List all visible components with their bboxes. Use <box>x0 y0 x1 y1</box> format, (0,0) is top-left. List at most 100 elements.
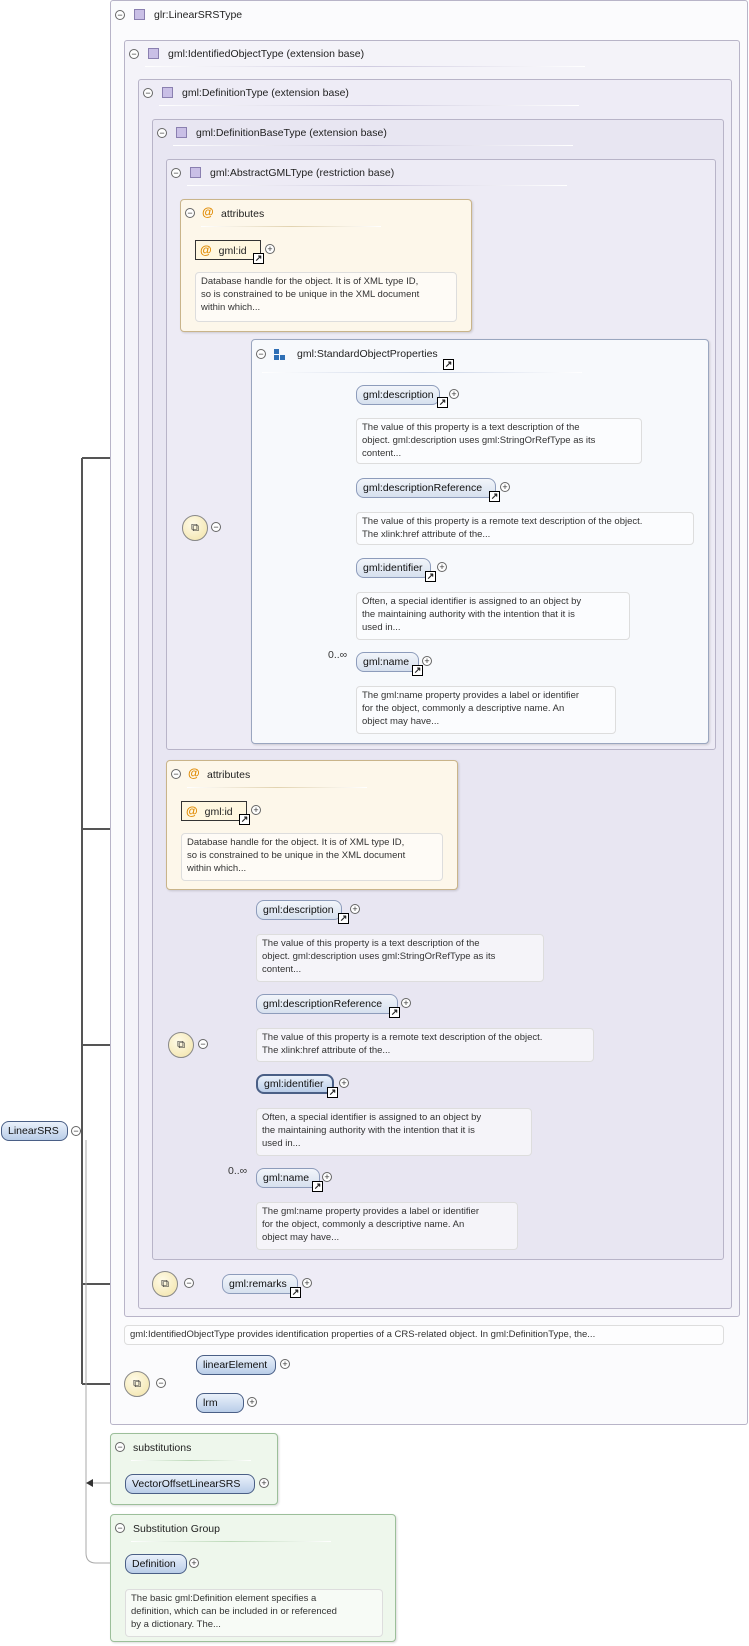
gml-id-label: gml:id <box>218 245 247 257</box>
description-element[interactable]: gml:description <box>356 385 440 405</box>
attributes-box: − @ attributes @ gml:id ↗ + Database han… <box>166 760 458 890</box>
link-arrow-icon[interactable]: ↗ <box>327 1087 338 1098</box>
sequence-icon[interactable]: ⧉ <box>124 1371 150 1397</box>
desc-line: within which... <box>201 302 261 313</box>
header-divider <box>262 372 582 373</box>
link-arrow-icon[interactable]: ↗ <box>389 1007 400 1018</box>
type-label: gml:IdentifiedObjectType (extension base… <box>168 48 365 60</box>
collapse-icon[interactable]: − <box>115 10 125 20</box>
expand-icon[interactable]: + <box>339 1078 349 1088</box>
group-label: gml:StandardObjectProperties <box>297 348 438 360</box>
identifier-element[interactable]: gml:identifier <box>356 558 431 578</box>
link-arrow-icon[interactable]: ↗ <box>312 1181 323 1192</box>
expand-icon[interactable]: + <box>302 1278 312 1288</box>
identified-object-type-note: gml:IdentifiedObjectType provides identi… <box>124 1325 724 1345</box>
complex-type-icon <box>176 127 187 138</box>
identifier-desc: Often, a special identifier is assigned … <box>256 1108 532 1156</box>
collapse-icon[interactable]: − <box>157 128 167 138</box>
name-desc: The gml:name property provides a label o… <box>356 686 616 734</box>
collapse-icon[interactable]: − <box>171 168 181 178</box>
name-element[interactable]: gml:name <box>356 652 419 672</box>
link-arrow-icon[interactable]: ↗ <box>437 397 448 408</box>
collapse-icon[interactable]: − <box>115 1523 125 1533</box>
desc-line: used in... <box>362 622 401 633</box>
link-arrow-icon[interactable]: ↗ <box>290 1287 301 1298</box>
attribute-icon: @ <box>186 804 198 818</box>
link-arrow-icon[interactable]: ↗ <box>239 814 250 825</box>
expand-icon[interactable]: + <box>247 1397 257 1407</box>
link-arrow-icon[interactable]: ↗ <box>412 665 423 676</box>
expand-icon[interactable]: + <box>437 562 447 572</box>
desc-line: the maintaining authority with the inten… <box>262 1125 475 1136</box>
sequence-icon[interactable]: ⧉ <box>182 515 208 541</box>
attributes-box: − @ attributes @ gml:id ↗ + Database han… <box>180 199 472 332</box>
lrm-element[interactable]: lrm <box>196 1393 244 1413</box>
linear-element-element[interactable]: linearElement <box>196 1355 276 1375</box>
attributes-label: attributes <box>207 769 251 781</box>
description-reference-element[interactable]: gml:descriptionReference <box>256 994 398 1014</box>
gml-id-attribute[interactable]: @ gml:id <box>181 801 247 821</box>
sequence-icon[interactable]: ⧉ <box>152 1271 178 1297</box>
desc-line: Often, a special identifier is assigned … <box>262 1112 482 1123</box>
collapse-icon[interactable]: − <box>71 1126 81 1136</box>
collapse-icon[interactable]: − <box>171 769 181 779</box>
link-arrow-icon[interactable]: ↗ <box>443 359 454 370</box>
expand-icon[interactable]: + <box>189 1558 199 1568</box>
expand-icon[interactable]: + <box>322 1172 332 1182</box>
desc-line: the maintaining authority with the inten… <box>362 609 575 620</box>
desc-line: The gml:name property provides a label o… <box>262 1206 480 1217</box>
name-desc: The gml:name property provides a label o… <box>256 1202 518 1250</box>
collapse-icon[interactable]: − <box>185 208 195 218</box>
link-arrow-icon[interactable]: ↗ <box>253 253 264 264</box>
collapse-icon[interactable]: − <box>129 49 139 59</box>
expand-icon[interactable]: + <box>251 805 261 815</box>
header-divider <box>131 1460 251 1461</box>
desc-line: so is constrained to be unique in the XM… <box>201 289 420 300</box>
attribute-icon: @ <box>200 243 212 257</box>
root-element-linear-srs[interactable]: LinearSRS <box>1 1121 68 1141</box>
substitution-group-box: − Substitution Group Definition + The ba… <box>110 1514 396 1642</box>
collapse-icon[interactable]: − <box>143 88 153 98</box>
type-label: glr:LinearSRSType <box>154 9 243 21</box>
collapse-icon[interactable]: − <box>156 1378 166 1388</box>
complex-type-icon <box>190 167 201 178</box>
expand-icon[interactable]: + <box>265 244 275 254</box>
collapse-icon[interactable]: − <box>115 1442 125 1452</box>
description-desc: The value of this property is a text des… <box>256 934 544 982</box>
definition-element[interactable]: Definition <box>125 1554 187 1574</box>
description-reference-element[interactable]: gml:descriptionReference <box>356 478 496 498</box>
name-element[interactable]: gml:name <box>256 1168 320 1188</box>
desc-line: within which... <box>187 863 247 874</box>
collapse-icon[interactable]: − <box>256 349 266 359</box>
desc-line: object. gml:description uses gml:StringO… <box>262 951 496 962</box>
gml-id-attribute[interactable]: @ gml:id <box>195 240 261 260</box>
expand-icon[interactable]: + <box>259 1478 269 1488</box>
vector-offset-linear-srs-element[interactable]: VectorOffsetLinearSRS <box>125 1474 255 1494</box>
collapse-icon[interactable]: − <box>198 1039 208 1049</box>
expand-icon[interactable]: + <box>350 904 360 914</box>
link-arrow-icon[interactable]: ↗ <box>425 571 436 582</box>
type-label: gml:AbstractGMLType (restriction base) <box>210 167 395 179</box>
choice-icon[interactable]: ⧉ <box>168 1032 194 1058</box>
complex-type-icon <box>134 9 145 20</box>
identifier-element[interactable]: gml:identifier <box>256 1074 334 1094</box>
description-element[interactable]: gml:description <box>256 900 342 920</box>
remarks-element[interactable]: gml:remarks <box>222 1274 298 1294</box>
expand-icon[interactable]: + <box>500 482 510 492</box>
link-arrow-icon[interactable]: ↗ <box>489 491 500 502</box>
gml-id-description: Database handle for the object. It is of… <box>195 272 457 322</box>
substitutions-box: − substitutions VectorOffsetLinearSRS + <box>110 1433 278 1505</box>
desc-line: Database handle for the object. It is of… <box>187 837 405 848</box>
expand-icon[interactable]: + <box>449 389 459 399</box>
link-arrow-icon[interactable]: ↗ <box>338 913 349 924</box>
desc-line: The value of this property is a text des… <box>362 422 580 433</box>
collapse-icon[interactable]: − <box>211 522 221 532</box>
description-reference-desc: The value of this property is a remote t… <box>356 512 694 545</box>
expand-icon[interactable]: + <box>280 1359 290 1369</box>
gml-id-label: gml:id <box>204 806 233 818</box>
group-icon <box>274 349 286 361</box>
description-desc: The value of this property is a text des… <box>356 418 642 464</box>
expand-icon[interactable]: + <box>401 998 411 1008</box>
expand-icon[interactable]: + <box>422 656 432 666</box>
collapse-icon[interactable]: − <box>184 1278 194 1288</box>
